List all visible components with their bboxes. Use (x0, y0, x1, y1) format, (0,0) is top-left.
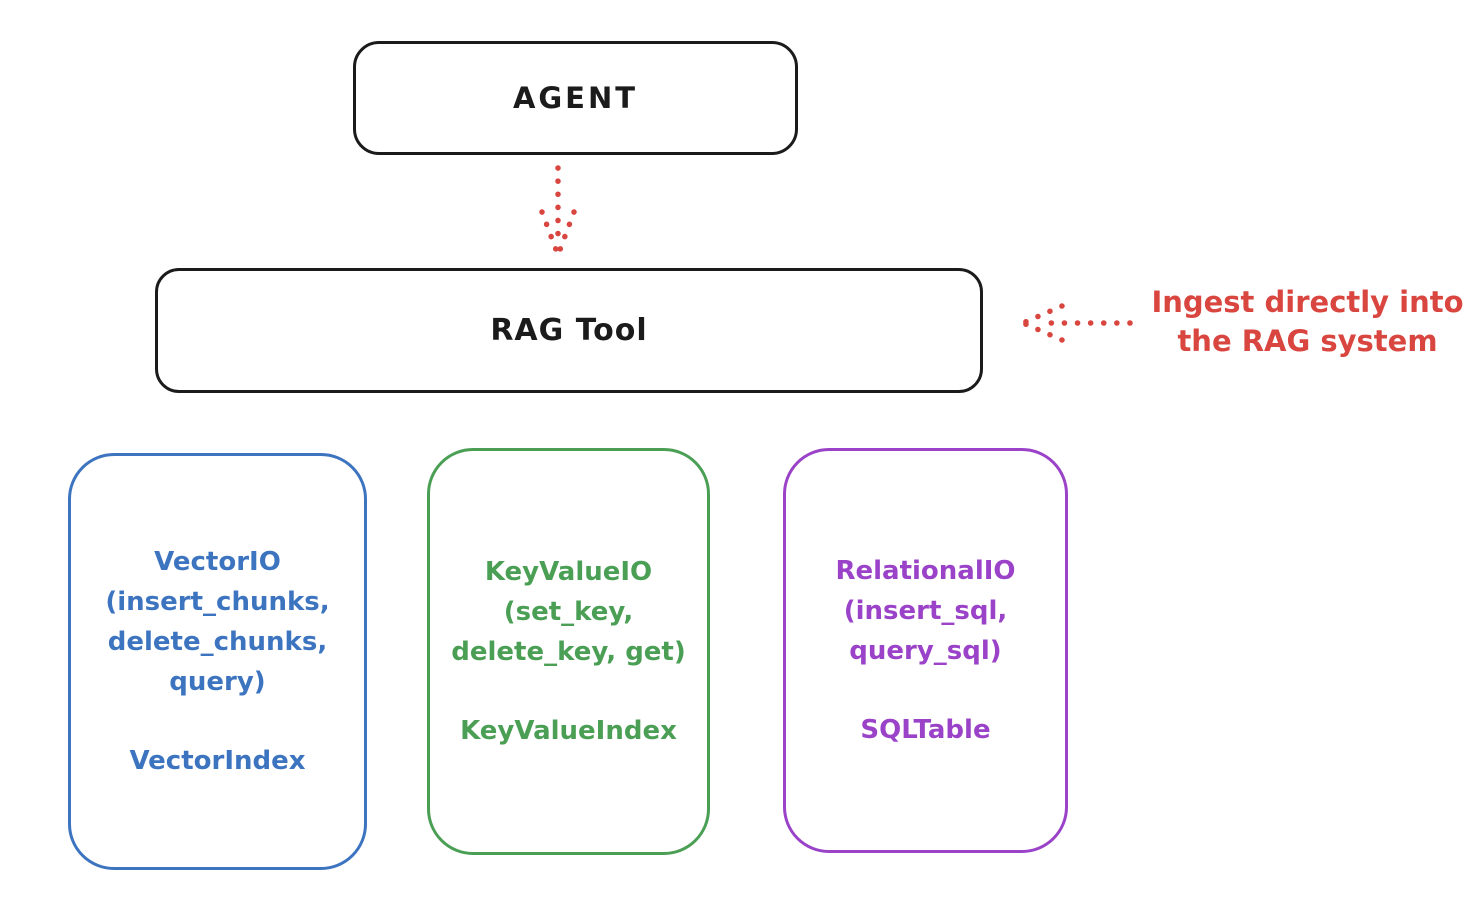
io-label-line: (set_key, (503, 597, 634, 627)
keyvalue-index-label: KeyValueIndex (460, 716, 677, 746)
io-label-line: RelationalIO (835, 556, 1016, 586)
io-label-line: KeyValueIO (484, 557, 653, 587)
relational-io-node: RelationalIO (insert_sql, query_sql) SQL… (783, 448, 1068, 853)
keyvalue-io-node: KeyValueIO (set_key, delete_key, get) Ke… (427, 448, 710, 855)
ingest-annotation-line1: Ingest directly into (1151, 285, 1464, 319)
io-label-line: VectorIO (154, 547, 281, 577)
sql-table-label: SQLTable (860, 715, 991, 745)
rag-tool-node-label: RAG Tool (490, 313, 648, 348)
keyvalue-io-label: KeyValueIO (set_key, delete_key, get) (451, 552, 686, 672)
io-label-line: delete_key, get) (451, 637, 686, 667)
relational-io-label: RelationalIO (insert_sql, query_sql) (835, 551, 1015, 671)
arrow-down-dotted-icon (539, 165, 577, 258)
io-label-line: query_sql) (849, 636, 1002, 666)
rag-tool-node: RAG Tool (155, 268, 983, 393)
vector-io-node: VectorIO (insert_chunks, delete_chunks, … (68, 453, 367, 870)
arrow-left-dotted-icon (1020, 303, 1133, 343)
vector-index-label: VectorIndex (129, 746, 306, 776)
io-label-line: query) (169, 667, 266, 697)
ingest-annotation-line2: the RAG system (1177, 324, 1438, 358)
ingest-annotation: Ingest directly into the RAG system (1135, 283, 1480, 361)
io-label-line: (insert_sql, (843, 596, 1008, 626)
io-label-line: delete_chunks, (107, 627, 328, 657)
agent-node: AGENT (353, 41, 798, 155)
io-label-line: (insert_chunks, (105, 587, 330, 617)
agent-node-label: AGENT (512, 81, 639, 115)
vector-io-label: VectorIO (insert_chunks, delete_chunks, … (105, 542, 329, 702)
